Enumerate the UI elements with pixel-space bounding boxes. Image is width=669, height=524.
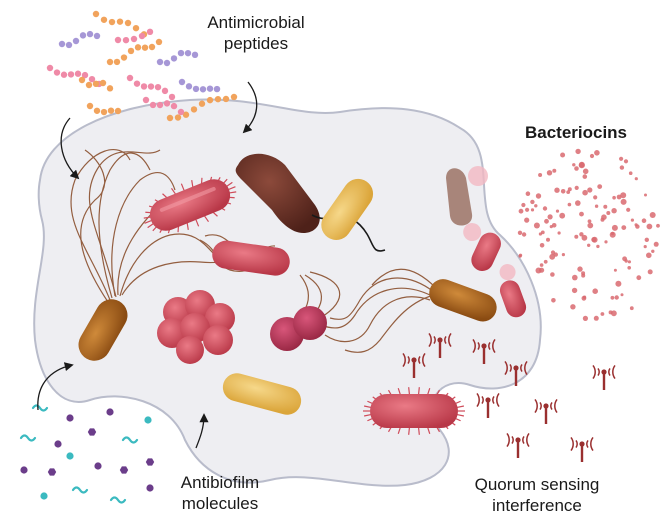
label-antimicrobial-line2: peptides (223, 34, 289, 53)
label-bacteriocins: Bacteriocins (524, 123, 628, 142)
quorum-signal-icons (402, 332, 616, 462)
label-antimicrobial-line1: Antimicrobial (207, 13, 305, 32)
arrows (37, 81, 258, 449)
label-antibiofilm-line1: Antibiofilm (180, 473, 260, 492)
diplococcus (270, 306, 327, 351)
label-antibiofilm-molecules: Antibiofilm molecules (165, 472, 275, 514)
label-quorum-line2: interference (492, 496, 582, 515)
yellow-bacterium-top (321, 178, 374, 240)
lysed-bacterium-3 (499, 264, 527, 318)
arrow-antibiofilm-right (195, 413, 209, 449)
lysed-bacterium-1 (446, 166, 488, 226)
label-quorum-line1: Quorum sensing (474, 475, 600, 494)
label-quorum-sensing: Quorum sensing interference (452, 474, 622, 516)
arrow-antibiofilm-left (37, 362, 74, 411)
antimicrobial-peptides (46, 10, 238, 122)
gold-bacterium-left (78, 299, 128, 361)
gold-bacterium-right (429, 279, 497, 322)
lysed-bacterium-2 (463, 223, 501, 271)
red-bacterium-bottom (363, 387, 465, 435)
label-antimicrobial-peptides: Antimicrobial peptides (196, 12, 316, 54)
arrow-peptides-right (242, 81, 258, 134)
label-antibiofilm-line2: molecules (181, 494, 259, 513)
antibiofilm-molecules (19, 404, 155, 504)
yellow-bacterium-bottom (222, 373, 302, 415)
red-bacterium-top-left (143, 176, 237, 234)
arrow-peptides-left (60, 117, 80, 180)
red-cell-cluster (157, 290, 235, 364)
red-bacterium-middle (212, 240, 290, 276)
bacteriocins-dots (517, 148, 660, 321)
